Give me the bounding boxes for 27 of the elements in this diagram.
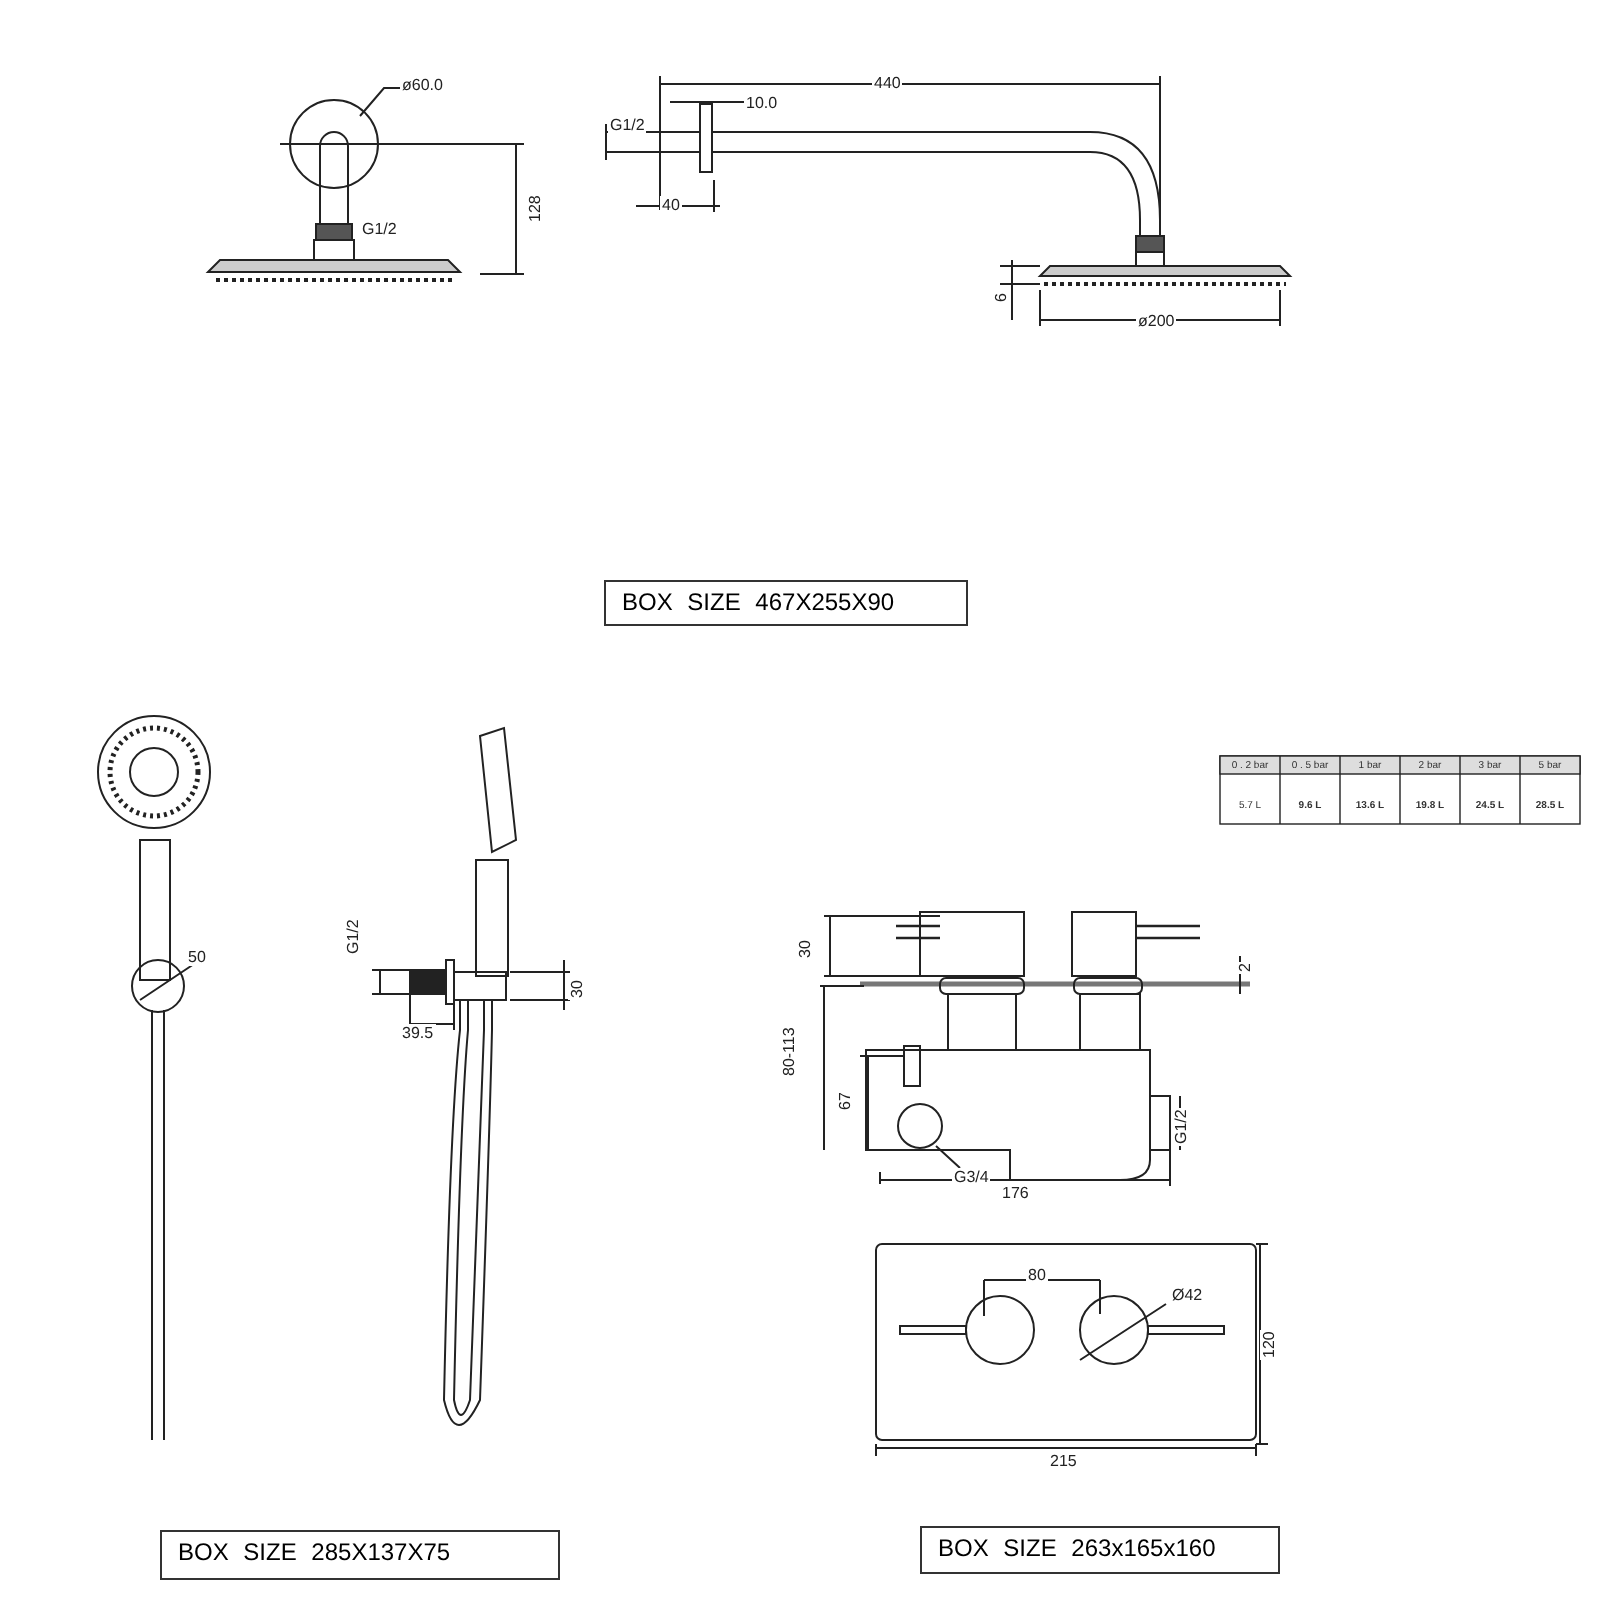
dimension-label: 40 xyxy=(660,196,682,214)
dimension-label: 6 xyxy=(992,291,1010,304)
dimension-label: 215 xyxy=(1048,1452,1079,1470)
dimension-label: 80 xyxy=(1026,1266,1048,1284)
dimension-label: 10.0 xyxy=(744,94,780,112)
dimension-label: G1/2 xyxy=(1172,1107,1190,1146)
dimension-label: 30 xyxy=(796,938,814,960)
dimension-label: Ø42 xyxy=(1170,1286,1205,1304)
dimension-label: ø200 xyxy=(1136,312,1177,330)
dimension-label: ø60.0 xyxy=(400,76,445,94)
dimension-label: 39.5 xyxy=(400,1024,436,1042)
dimension-label: G1/2 xyxy=(360,220,399,238)
dimension-label: 128 xyxy=(526,193,544,224)
box-size-label: BOX SIZE 467X255X90 xyxy=(604,580,968,626)
dimension-label: 176 xyxy=(1000,1184,1031,1202)
dimension-label: 80-113 xyxy=(780,1025,798,1078)
dimension-label: 2 xyxy=(1236,961,1254,974)
dimension-label: 30 xyxy=(568,978,586,1000)
dimension-label: 50 xyxy=(186,948,208,966)
dimension-label: G1/2 xyxy=(344,917,362,956)
dimension-label: G3/4 xyxy=(952,1168,991,1186)
dimension-label: 120 xyxy=(1260,1329,1278,1360)
dimension-label: 440 xyxy=(872,74,903,92)
dimension-label: 67 xyxy=(836,1090,854,1112)
box-size-label: BOX SIZE 263x165x160 xyxy=(920,1526,1280,1574)
dimension-label: G1/2 xyxy=(608,116,647,134)
box-size-label: BOX SIZE 285X137X75 xyxy=(160,1530,560,1580)
